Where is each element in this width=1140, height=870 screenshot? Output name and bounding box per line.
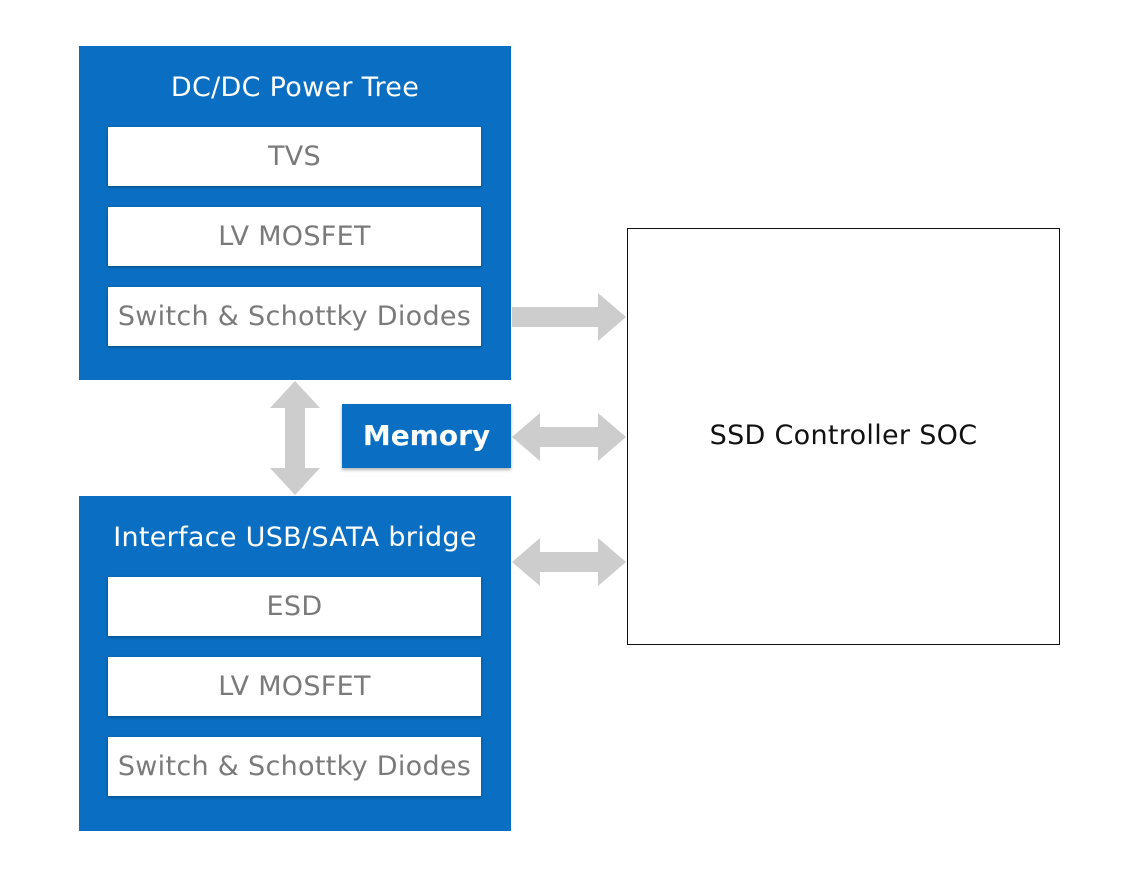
ssd-controller-label: SSD Controller SOC xyxy=(709,420,978,451)
interface-block: Interface USB/SATA bridge ESD LV MOSFET … xyxy=(79,496,511,831)
arrow-memory-soc xyxy=(512,413,626,461)
ssd-controller-block: SSD Controller SOC xyxy=(627,228,1060,645)
power-tree-item-tvs: TVS xyxy=(108,127,481,186)
power-tree-item-lv-mosfet: LV MOSFET xyxy=(108,207,481,266)
memory-block: Memory xyxy=(342,404,511,468)
power-tree-block: DC/DC Power Tree TVS LV MOSFET Switch & … xyxy=(79,46,511,380)
power-tree-item-switch-schottky: Switch & Schottky Diodes xyxy=(108,287,481,346)
arrow-power-interface xyxy=(270,381,320,495)
interface-item-esd: ESD xyxy=(108,577,481,636)
arrow-interface-soc xyxy=(512,538,626,586)
interface-title: Interface USB/SATA bridge xyxy=(113,522,477,553)
arrow-power-to-soc xyxy=(512,293,626,341)
interface-item-lv-mosfet: LV MOSFET xyxy=(108,657,481,716)
power-tree-title: DC/DC Power Tree xyxy=(170,72,420,103)
interface-item-switch-schottky: Switch & Schottky Diodes xyxy=(108,737,481,796)
